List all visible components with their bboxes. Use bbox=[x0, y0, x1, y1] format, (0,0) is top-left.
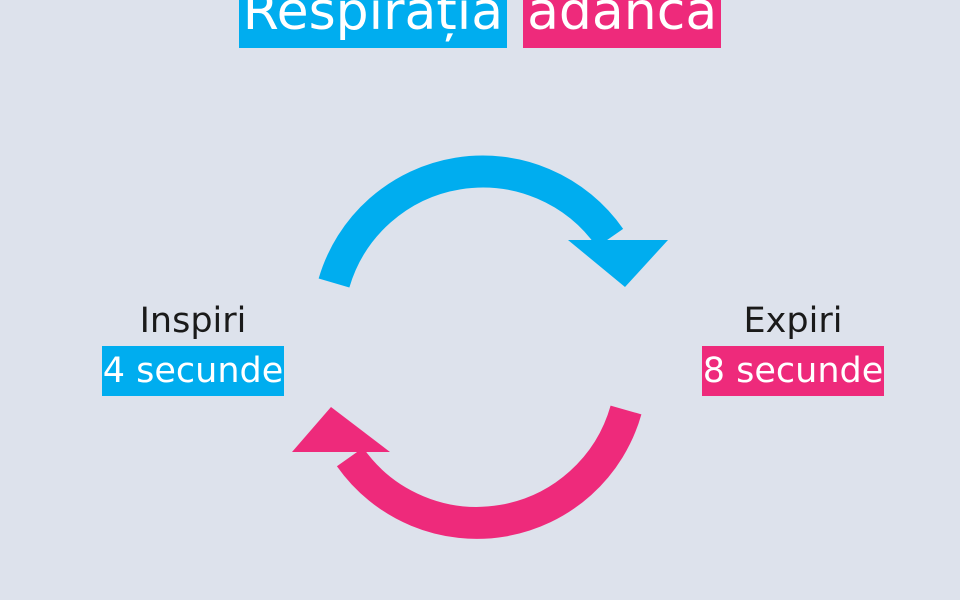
inhale-label-group: Inspiri 4 secunde bbox=[92, 300, 294, 396]
title-word-1: Respirația bbox=[238, 0, 508, 48]
title-word-2: adâncă bbox=[523, 0, 722, 48]
exhale-duration-badge: 8 secunde bbox=[701, 346, 885, 396]
inhale-duration-badge: 4 secunde bbox=[101, 346, 285, 396]
page-title: Respirația adâncă bbox=[0, 0, 960, 48]
exhale-label: Expiri bbox=[743, 301, 843, 341]
inhale-label: Inspiri bbox=[139, 301, 247, 341]
top-curved-arrow-icon bbox=[318, 155, 668, 288]
exhale-label-group: Expiri 8 secunde bbox=[692, 300, 894, 396]
bottom-curved-arrow-icon bbox=[292, 405, 642, 539]
